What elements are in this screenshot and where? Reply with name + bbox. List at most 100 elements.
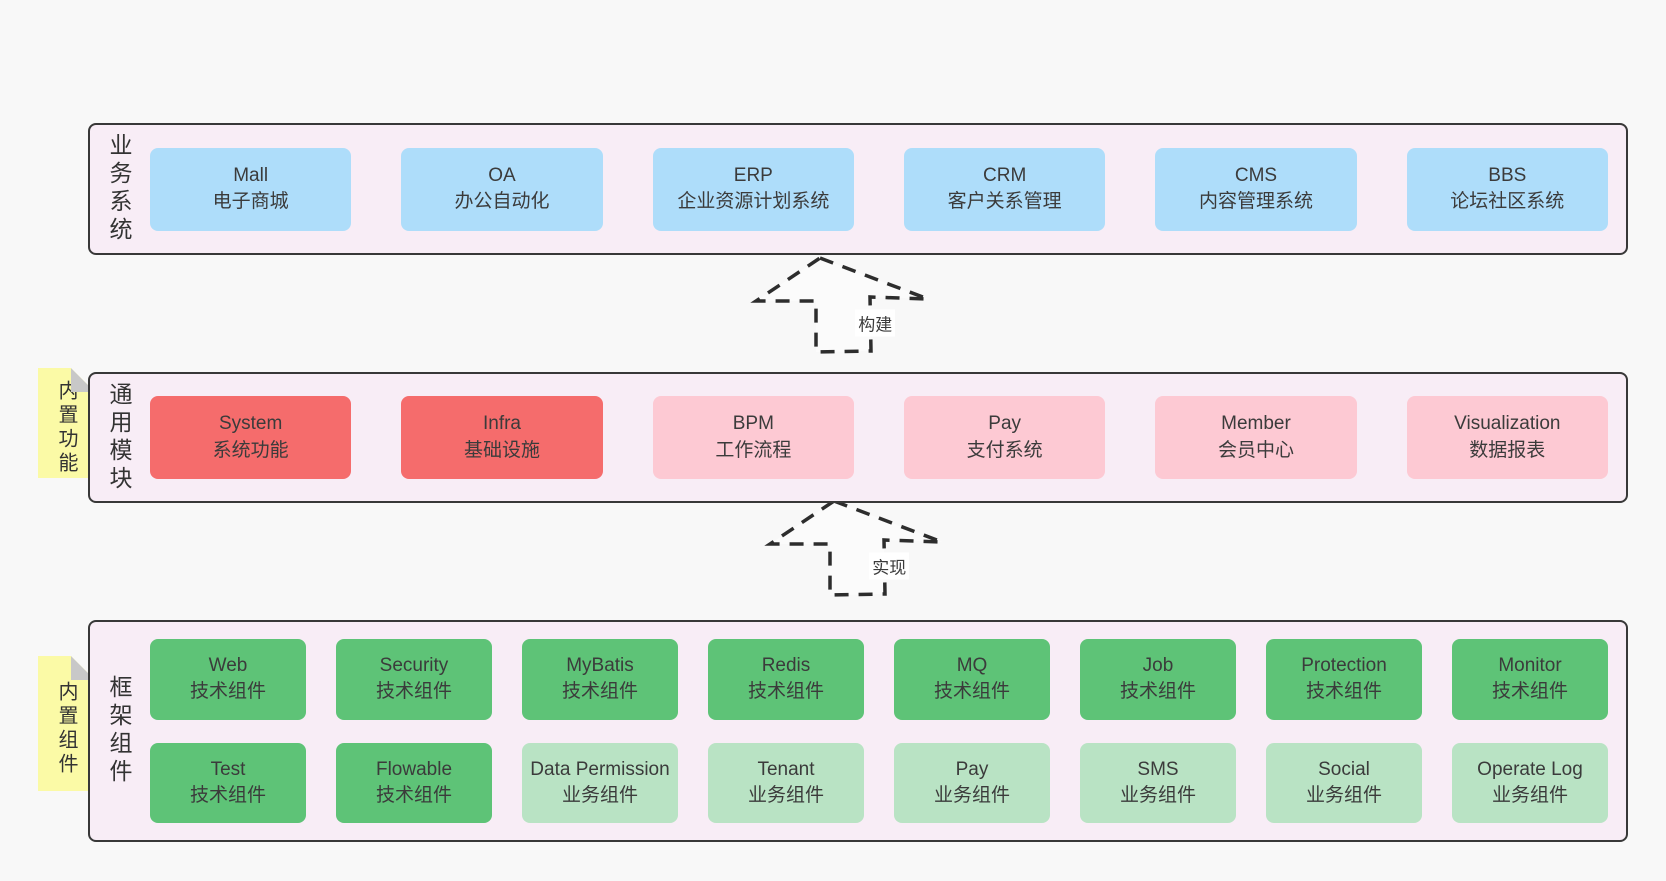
box-test: Test 技术组件 bbox=[150, 742, 306, 823]
box-crm-en: CRM bbox=[983, 164, 1027, 186]
built-in-functions-tag: 内置功能 bbox=[38, 368, 95, 478]
box-social-en: Social bbox=[1318, 758, 1370, 780]
box-operate-log-en: Operate Log bbox=[1477, 758, 1583, 780]
box-redis-en: Redis bbox=[761, 655, 811, 677]
box-security: Security 技术组件 bbox=[336, 639, 492, 720]
box-bpm: BPM 工作流程 bbox=[652, 396, 854, 479]
box-mybatis-en: MyBatis bbox=[566, 655, 634, 677]
box-data-permission-en: Data Permission bbox=[530, 758, 670, 780]
common-modules-boxes: System 系统功能 Infra 基础设施 BPM 工作流程 Pay 支付系统… bbox=[148, 374, 1626, 501]
box-visualization: Visualization 数据报表 bbox=[1406, 396, 1608, 479]
box-oa-zh: 办公自动化 bbox=[454, 191, 550, 212]
box-visualization-en: Visualization bbox=[1454, 413, 1561, 435]
box-infra-en: Infra bbox=[482, 413, 521, 435]
dashed-up-arrow-icon bbox=[750, 256, 929, 354]
box-flowable-en: Flowable bbox=[375, 758, 453, 780]
box-crm-zh: 客户关系管理 bbox=[947, 191, 1062, 212]
business-systems-label: 业务系统 bbox=[106, 133, 132, 245]
box-member: Member 会员中心 bbox=[1155, 396, 1357, 479]
implement-arrow-label: 实现 bbox=[869, 552, 910, 580]
box-pay-component-en: Pay bbox=[955, 758, 989, 780]
box-infra: Infra 基础设施 bbox=[401, 396, 603, 479]
box-mall-zh: 电子商城 bbox=[212, 191, 289, 212]
box-member-en: Member bbox=[1221, 413, 1291, 435]
box-tenant-en: Tenant bbox=[757, 758, 815, 780]
box-protection-en: Protection bbox=[1301, 655, 1387, 677]
box-monitor-zh: 技术组件 bbox=[1491, 681, 1568, 703]
box-erp-zh: 企业资源计划系统 bbox=[677, 191, 830, 212]
framework-components-panel: 框架组件 Web 技术组件 Security 技术组件 MyBatis 技术组件… bbox=[88, 620, 1628, 842]
box-tenant-zh: 业务组件 bbox=[747, 784, 824, 806]
box-flowable-zh: 技术组件 bbox=[375, 784, 452, 806]
box-pay-module-en: Pay bbox=[988, 413, 1022, 435]
box-redis-zh: 技术组件 bbox=[747, 681, 824, 703]
box-web-en: Web bbox=[208, 655, 248, 677]
box-job-en: Job bbox=[1142, 655, 1174, 677]
box-security-en: Security bbox=[379, 655, 449, 677]
components-row-2: Test 技术组件 Flowable 技术组件 Data Permission … bbox=[150, 742, 1608, 823]
box-job-zh: 技术组件 bbox=[1119, 681, 1196, 703]
box-bbs: BBS 论坛社区系统 bbox=[1406, 147, 1608, 231]
box-member-zh: 会员中心 bbox=[1217, 439, 1294, 461]
box-web: Web 技术组件 bbox=[150, 639, 306, 720]
box-social: Social 业务组件 bbox=[1266, 742, 1422, 823]
box-oa: OA 办公自动化 bbox=[401, 147, 603, 231]
box-test-zh: 技术组件 bbox=[189, 784, 266, 806]
box-sms: SMS 业务组件 bbox=[1080, 742, 1236, 823]
box-erp-en: ERP bbox=[733, 164, 773, 186]
box-pay-module-zh: 支付系统 bbox=[966, 439, 1043, 461]
box-mq-zh: 技术组件 bbox=[933, 681, 1010, 703]
box-operate-log-zh: 业务组件 bbox=[1491, 784, 1568, 806]
box-test-en: Test bbox=[210, 758, 246, 780]
box-mall-en: Mall bbox=[233, 164, 269, 186]
box-bbs-zh: 论坛社区系统 bbox=[1450, 191, 1565, 212]
box-erp: ERP 企业资源计划系统 bbox=[652, 147, 854, 231]
box-cms-en: CMS bbox=[1234, 164, 1278, 186]
box-operate-log: Operate Log 业务组件 bbox=[1452, 742, 1608, 823]
common-modules-label: 通用模块 bbox=[106, 381, 132, 494]
box-mq: MQ 技术组件 bbox=[894, 639, 1050, 720]
implement-arrow: 实现 bbox=[762, 498, 952, 598]
box-security-zh: 技术组件 bbox=[375, 681, 452, 703]
box-pay-component: Pay 业务组件 bbox=[894, 742, 1050, 823]
business-systems-boxes: Mall 电子商城 OA 办公自动化 ERP 企业资源计划系统 CRM 客户关系… bbox=[148, 125, 1626, 253]
framework-components-label: 框架组件 bbox=[106, 675, 132, 787]
box-mall: Mall 电子商城 bbox=[150, 147, 352, 231]
box-mq-en: MQ bbox=[956, 655, 988, 677]
box-pay-module: Pay 支付系统 bbox=[903, 396, 1106, 479]
box-cms: CMS 内容管理系统 bbox=[1155, 147, 1357, 231]
box-flowable: Flowable 技术组件 bbox=[336, 742, 492, 823]
box-social-zh: 业务组件 bbox=[1305, 784, 1382, 806]
box-redis: Redis 技术组件 bbox=[708, 639, 864, 720]
box-system: System 系统功能 bbox=[150, 396, 352, 479]
box-web-zh: 技术组件 bbox=[189, 681, 266, 703]
box-system-en: System bbox=[218, 413, 283, 435]
build-arrow: 构建 bbox=[748, 255, 938, 355]
business-systems-panel: 业务系统 Mall 电子商城 OA 办公自动化 ERP 企业资源计划系统 CRM… bbox=[88, 123, 1628, 255]
box-bpm-zh: 工作流程 bbox=[715, 439, 792, 461]
box-oa-en: OA bbox=[488, 164, 516, 186]
box-tenant: Tenant 业务组件 bbox=[708, 742, 864, 823]
built-in-components-tag: 内置组件 bbox=[38, 656, 95, 791]
box-sms-zh: 业务组件 bbox=[1119, 784, 1196, 806]
components-row-1: Web 技术组件 Security 技术组件 MyBatis 技术组件 Redi… bbox=[150, 639, 1608, 720]
box-monitor-en: Monitor bbox=[1498, 655, 1562, 677]
box-pay-component-zh: 业务组件 bbox=[933, 784, 1010, 806]
box-job: Job 技术组件 bbox=[1080, 639, 1236, 720]
box-monitor: Monitor 技术组件 bbox=[1452, 639, 1608, 720]
box-data-permission-zh: 业务组件 bbox=[561, 784, 638, 806]
built-in-functions-tag-text: 内置功能 bbox=[55, 380, 77, 476]
box-protection-zh: 技术组件 bbox=[1305, 681, 1382, 703]
box-bpm-en: BPM bbox=[732, 413, 774, 435]
box-visualization-zh: 数据报表 bbox=[1469, 439, 1546, 461]
build-arrow-label: 构建 bbox=[855, 309, 896, 337]
box-crm: CRM 客户关系管理 bbox=[903, 147, 1106, 231]
box-cms-zh: 内容管理系统 bbox=[1198, 191, 1313, 212]
dashed-up-arrow-icon bbox=[764, 499, 943, 597]
box-system-zh: 系统功能 bbox=[212, 439, 289, 461]
common-modules-panel: 通用模块 System 系统功能 Infra 基础设施 BPM 工作流程 Pay… bbox=[88, 372, 1628, 503]
box-data-permission: Data Permission 业务组件 bbox=[522, 742, 678, 823]
box-mybatis: MyBatis 技术组件 bbox=[522, 639, 678, 720]
box-sms-en: SMS bbox=[1137, 758, 1179, 780]
box-protection: Protection 技术组件 bbox=[1266, 639, 1422, 720]
